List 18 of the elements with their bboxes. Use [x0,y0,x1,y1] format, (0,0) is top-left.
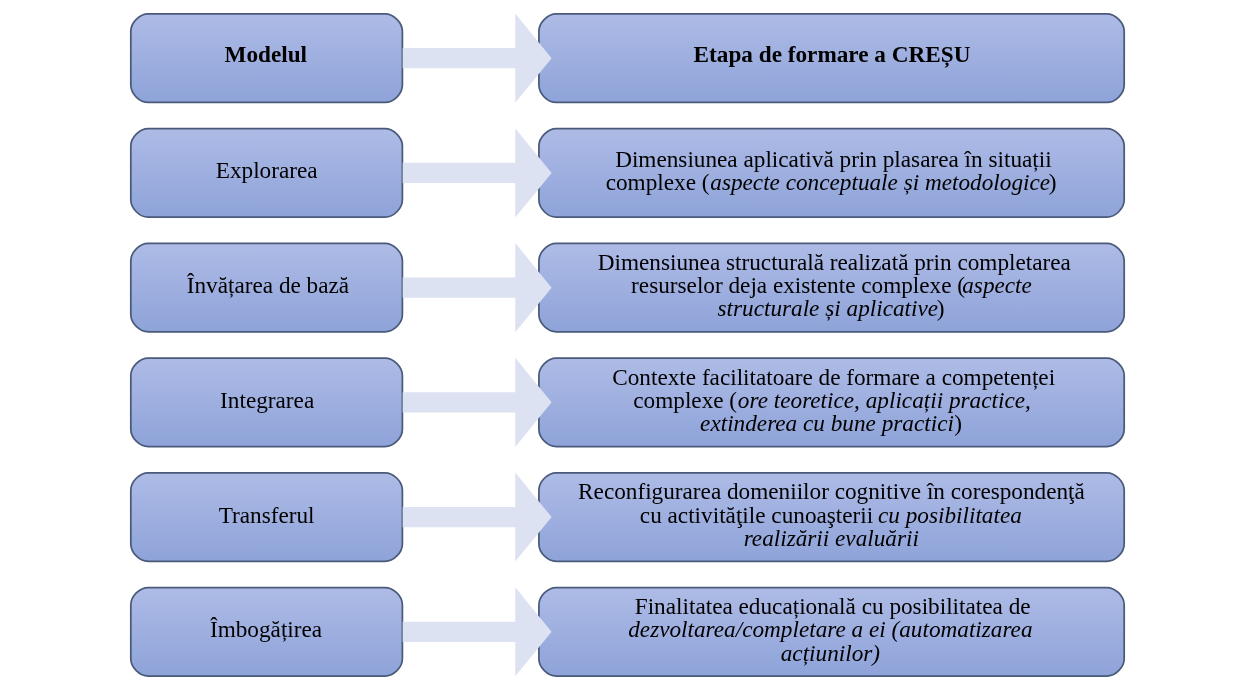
arrow [402,243,552,333]
node-box: Explorarea [129,127,404,219]
arrow [402,472,552,562]
arrow [402,587,552,677]
node-box: Etapa de formare a CREȘU [538,13,1126,104]
node-box: Contexte facilitatoare de formare a competenței complexe (ore teoretice, aplicații practice, extinderea cu bune practici) [538,357,1126,448]
node-box: Modelul [129,13,404,104]
arrow [402,357,552,447]
node-box: Învățarea de bază [129,242,404,333]
node-box: Dimensiunea aplicativă prin plasarea în situații complexe (aspecte conceptuale și metodologice) [538,127,1126,219]
node-box: Finalitatea educațională cu posibilitatea de dezvoltarea/completare a ei (automatizarea acțiunilor) [538,586,1126,677]
node-box: Reconfigurarea domeniilor cognitive în corespondenţă cu activităţile cunoaşterii cu posibilitatea realizării evaluării [538,471,1126,563]
arrow [402,128,552,218]
node-box: Dimensiunea structurală realizată prin completarea resurselor deja existente complexe (aspecte structurale și aplicative) [538,242,1126,333]
arrow [402,13,552,103]
node-box: Transferul [129,471,404,563]
node-box: Îmbogățirea [129,586,404,677]
node-box: Integrarea [129,357,404,448]
